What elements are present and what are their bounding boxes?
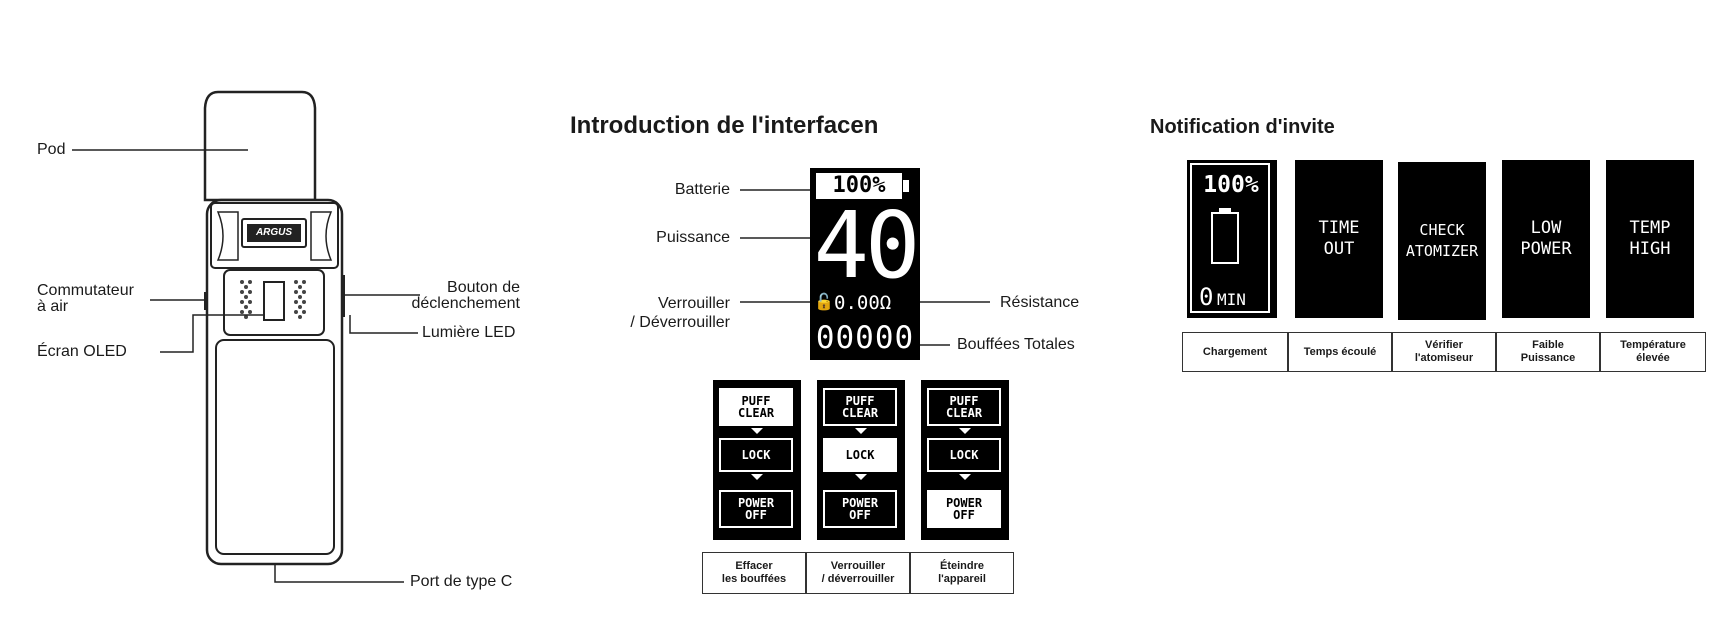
label-oled: Écran OLED: [37, 343, 127, 360]
fire-button: [341, 275, 345, 317]
label-lock: Verrouiller / Déverrouiller: [630, 295, 730, 331]
menu-caption-2: Éteindre l'appareil: [910, 552, 1014, 594]
menu-arrow-icon: [751, 428, 763, 434]
led-grid-left: [240, 280, 252, 319]
label-battery: Batterie: [674, 181, 730, 198]
notif-caption-charging: Chargement: [1182, 332, 1288, 372]
notif-check-atomizer: CHECK ATOMIZER: [1398, 162, 1486, 320]
menu-item: PUFF CLEAR: [823, 388, 897, 426]
menu-arrow-icon: [751, 474, 763, 480]
charging-screen: 100% 0 MIN: [1187, 160, 1277, 318]
label-puffs: Bouffées Totales: [957, 336, 1075, 353]
resistance-readout: 0.00Ω: [834, 292, 892, 314]
notif-temp-high: TEMP HIGH: [1606, 160, 1694, 318]
logo-badge: [247, 224, 301, 242]
air-switch: [204, 292, 208, 310]
interface-title: Introduction de l'interfacen: [570, 112, 879, 139]
notif-time-out: TIME OUT: [1295, 160, 1383, 318]
menu-item: POWER OFF: [823, 490, 897, 528]
puff-count-readout: 00000: [815, 320, 915, 356]
menu-arrow-icon: [855, 474, 867, 480]
notif-low-power: LOW POWER: [1502, 160, 1590, 318]
menu-item: PUFF CLEAR: [719, 388, 793, 426]
lower-panel: [215, 339, 335, 555]
leader-lines: [72, 149, 420, 583]
main-screen: 100% 40 🔓 0.00Ω 00000: [810, 168, 920, 360]
notif-caption-low-power: Faible Puissance: [1496, 332, 1600, 372]
menu-screen-2: PUFF CLEAR LOCK POWER OFF: [921, 380, 1009, 540]
menu-caption-0: Effacer les bouffées: [702, 552, 806, 594]
menu-arrow-icon: [959, 474, 971, 480]
power-readout: 40: [813, 192, 921, 299]
charging-time: 0: [1199, 283, 1214, 311]
label-air-switch: Commutateur à air: [37, 282, 134, 315]
battery-readout: 100%: [832, 173, 886, 198]
label-pod: Pod: [37, 141, 66, 158]
menu-caption-1: Verrouiller / déverrouiller: [806, 552, 910, 594]
lock-icon: 🔓: [814, 294, 834, 311]
notif-caption-temp-high: Température élevée: [1600, 332, 1706, 372]
menu-item: POWER OFF: [719, 490, 793, 528]
oled-screen: [263, 281, 285, 321]
led-grid-right: [294, 280, 306, 319]
notif-caption-timeout: Temps écoulé: [1288, 332, 1392, 372]
notif-caption-atomizer: Vérifier l'atomiseur: [1392, 332, 1496, 372]
battery-icon-tip: [1219, 208, 1231, 212]
battery-tip: [903, 180, 909, 192]
label-fire-button: Bouton de déclenchement: [411, 279, 520, 312]
charging-frame: [1190, 163, 1270, 313]
menu-arrow-icon: [855, 428, 867, 434]
device-logo-text: ARGUS: [255, 227, 293, 238]
charging-unit: MIN: [1217, 290, 1246, 309]
charging-battery-readout: 100%: [1203, 172, 1259, 198]
menu-item: PUFF CLEAR: [927, 388, 1001, 426]
label-led: Lumière LED: [422, 324, 516, 341]
battery-icon: [1211, 212, 1239, 264]
menu-item: LOCK: [927, 438, 1001, 472]
menu-screen-1: PUFF CLEAR LOCK POWER OFF: [817, 380, 905, 540]
label-resistance: Résistance: [1000, 294, 1080, 311]
menu-item: LOCK: [823, 438, 897, 472]
menu-screen-0: PUFF CLEAR LOCK POWER OFF: [713, 380, 801, 540]
battery-bar: 100%: [816, 173, 902, 199]
menu-item: LOCK: [719, 438, 793, 472]
menu-item: POWER OFF: [927, 490, 1001, 528]
label-power: Puissance: [656, 229, 730, 246]
label-usb-c: Port de type C: [410, 573, 513, 590]
notifications-title: Notification d'invite: [1150, 116, 1335, 138]
menu-arrow-icon: [959, 428, 971, 434]
